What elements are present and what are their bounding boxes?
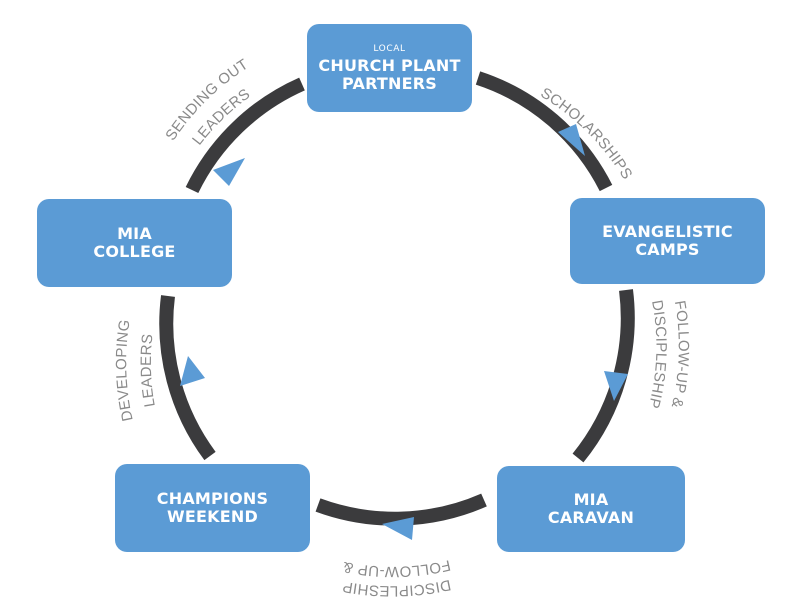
node-mia-college: MIA COLLEGE (37, 199, 232, 287)
node-college-line1: MIA (117, 224, 152, 244)
ring-segment-caravan-to-champions (315, 493, 487, 526)
arrow-developing-icon (180, 356, 205, 386)
node-caravan-line2: CARAVAN (547, 508, 635, 527)
node-champions-weekend: CHAMPIONS WEEKEND (115, 464, 310, 552)
node-church-plant-line2: PARTNERS (342, 73, 437, 93)
node-church-plant-partners: LOCAL CHURCH PLANT PARTNERS (307, 24, 472, 112)
cycle-ring (159, 71, 635, 526)
node-college-line2: COLLEGE (93, 242, 176, 261)
ring-segment-church-to-camps (475, 71, 613, 192)
node-evangelistic-camps: EVANGELISTIC CAMPS (570, 198, 765, 284)
label-follow-up-bottom-line2: DISCIPLESHIP (341, 576, 452, 599)
node-church-plant-line1: CHURCH PLANT (318, 55, 461, 75)
label-follow-up-right-line2: DISCIPLESHIP (645, 299, 670, 410)
ring-segment-college-to-church (185, 77, 305, 194)
arrow-scholarships-icon (558, 124, 585, 156)
label-follow-up-bottom-line1: FOLLOW-UP & (341, 556, 452, 580)
node-church-plant-kicker: LOCAL (373, 43, 406, 54)
arrow-follow-up-bottom-icon (382, 517, 414, 540)
ring-segment-champions-to-college (159, 295, 216, 461)
node-camps-line1: EVANGELISTIC (602, 222, 733, 242)
label-developing-line2: LEADERS (138, 333, 159, 408)
label-follow-up-right-line1: FOLLOW-UP & (668, 299, 692, 409)
label-developing-line1: DEVELOPING (113, 318, 136, 422)
node-mia-caravan: MIA CARAVAN (497, 466, 685, 552)
node-champions-line2: WEEKEND (167, 507, 258, 526)
node-champions-line1: CHAMPIONS (156, 489, 269, 509)
node-caravan-line1: MIA (573, 490, 609, 510)
arrow-follow-up-right-icon (604, 371, 628, 401)
node-camps-line2: CAMPS (635, 240, 700, 259)
arrow-sending-icon (213, 158, 245, 186)
